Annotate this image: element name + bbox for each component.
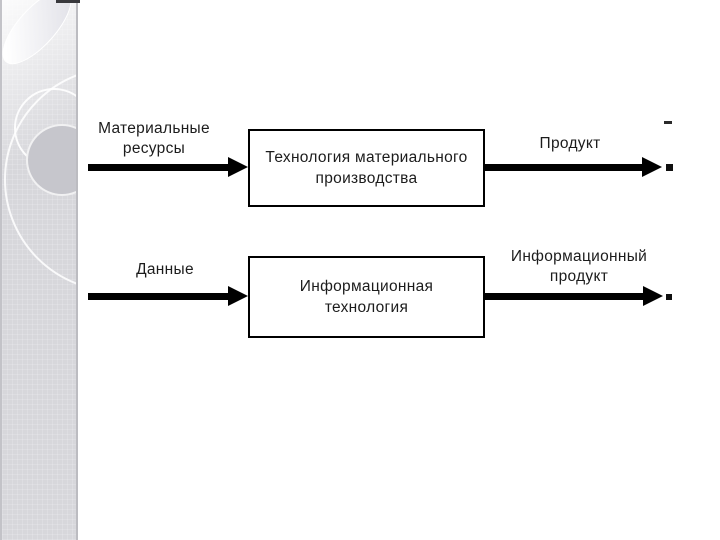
decorative-leaf-shape bbox=[2, 0, 76, 75]
label-line: Данные bbox=[136, 261, 194, 278]
output-arrow-row2-shaft bbox=[485, 293, 643, 300]
output-arrow-row1-shaft bbox=[485, 164, 642, 171]
slide-top-mark bbox=[56, 0, 80, 3]
input-arrow-row1-shaft bbox=[88, 164, 228, 171]
label-line: ресурсы bbox=[122, 140, 186, 157]
label-line: Продукт bbox=[539, 135, 601, 152]
tick-mark bbox=[664, 121, 672, 124]
label-line: Информационный bbox=[510, 248, 648, 265]
arrow-right-icon bbox=[228, 286, 248, 306]
process-box-material-technology: Технология материального производства bbox=[248, 129, 485, 207]
slide-sidebar-decoration bbox=[0, 0, 78, 540]
arrow-right-icon bbox=[643, 286, 663, 306]
input-arrow-row2-shaft bbox=[88, 293, 228, 300]
process-box-information-technology: Информационная технология bbox=[248, 256, 485, 338]
input-label-material-resources: Материальные ресурсы bbox=[88, 119, 220, 159]
arrow-end-dot bbox=[666, 164, 673, 171]
output-label-product: Продукт bbox=[510, 134, 630, 154]
output-label-information-product: Информационный продукт bbox=[498, 247, 660, 287]
input-label-data: Данные bbox=[105, 260, 225, 280]
label-line: продукт bbox=[549, 268, 609, 285]
box-text-line: производства bbox=[315, 170, 418, 187]
box-text-line: Информационная bbox=[299, 278, 434, 295]
label-line: Материальные bbox=[98, 120, 210, 137]
arrow-right-icon bbox=[642, 157, 662, 177]
arrow-right-icon bbox=[228, 157, 248, 177]
arrow-end-dot bbox=[666, 294, 672, 300]
box-text-line: Технология материального bbox=[265, 149, 468, 166]
box-text-line: технология bbox=[324, 299, 409, 316]
